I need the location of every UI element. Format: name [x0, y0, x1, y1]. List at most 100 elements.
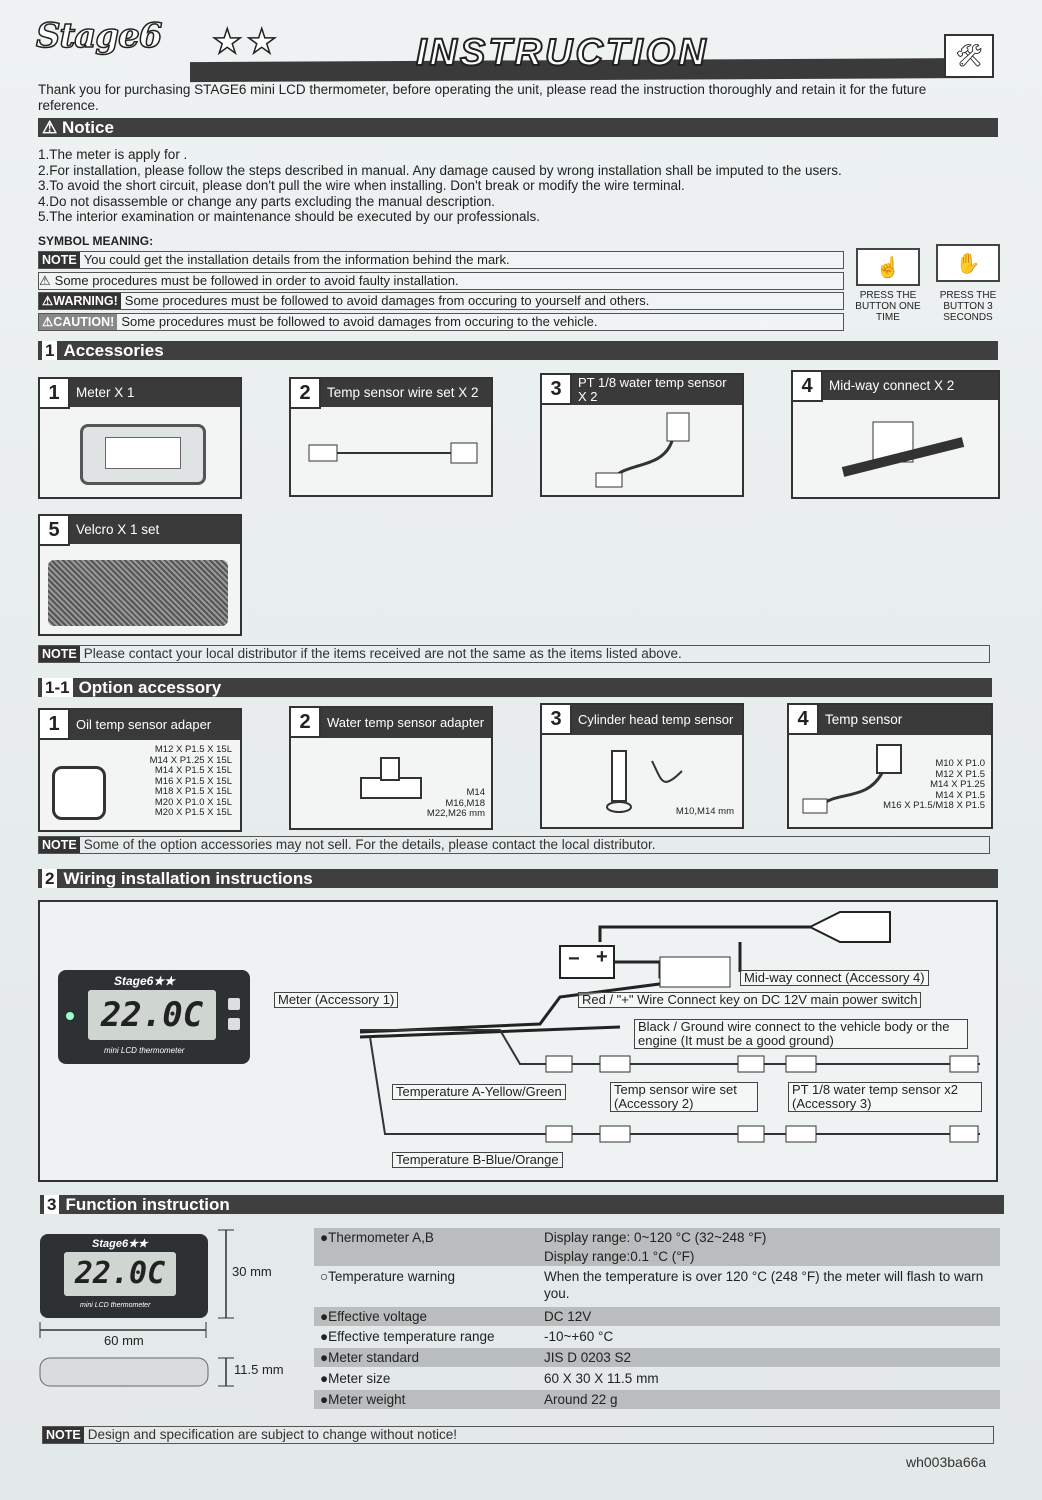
section-title: Option accessory [78, 678, 222, 697]
note-text: Design and specification are subject to … [87, 1427, 457, 1442]
card-label: Mid-way connect X 2 [823, 372, 998, 400]
temp-sensor-image [802, 744, 902, 814]
wiring-lines [359, 911, 980, 1143]
pt18-label: PT 1/8 water temp sensor x2 (Accessory 3… [788, 1082, 982, 1112]
card-number: 3 [542, 705, 572, 735]
size: M20 X P1.0 X 15L [154, 796, 232, 808]
cylinder-sensor-image [606, 750, 683, 813]
meter-caption: mini LCD thermometer [80, 1302, 151, 1309]
height-dimension: 30 mm [232, 1264, 272, 1279]
width-dimension: 60 mm [104, 1333, 144, 1348]
battery-minus: − [568, 948, 580, 970]
note-text: Some of the option accessories may not s… [83, 837, 656, 852]
section-title: Wiring installation instructions [63, 869, 313, 888]
section-number: 2 [42, 869, 58, 888]
spec-key: ●Thermometer A,B [320, 1230, 434, 1245]
card-label: Water temp sensor adapter [321, 708, 491, 738]
size-list: M10,M14 mm [652, 806, 734, 818]
note-tag: NOTE [39, 646, 80, 662]
notice-heading: ⚠ Notice [38, 118, 998, 137]
wireset-label: Temp sensor wire set (Accessory 2) [610, 1082, 758, 1112]
size: M14 X P1.5 [935, 789, 985, 801]
meter-display: 22.0C [64, 1252, 176, 1296]
card-label: Oil temp sensor adaper [70, 710, 240, 740]
note-tag: NOTE [39, 837, 80, 853]
size: M20 X P1.5 X 15L [154, 807, 232, 818]
adapter-image [52, 766, 106, 820]
symbol-tag: ⚠WARNING! [39, 293, 121, 309]
spec-value: JIS D 0203 S2 [544, 1350, 632, 1365]
spec-key: ●Effective temperature range [320, 1329, 495, 1344]
page-title: INSTRUCTION [415, 31, 709, 75]
spec-value: DC 12V [544, 1309, 592, 1324]
spec-row: ●Meter standard JIS D 0203 S2 [314, 1348, 1000, 1367]
size: M14 X P1.25 X 15L [149, 754, 232, 766]
spec-value: -10~+60 °C [544, 1329, 614, 1344]
symbol-row: ⚠Some procedures must be followed in ord… [38, 272, 844, 290]
card-number: 2 [291, 708, 321, 738]
velcro-image [48, 560, 228, 626]
meter-label: Meter (Accessory 1) [274, 992, 399, 1008]
symbol-tag: ⚠ [39, 273, 51, 288]
note-tag: NOTE [43, 1427, 84, 1443]
size: M12 X P1.5 [935, 768, 985, 780]
size: M14 [466, 787, 485, 798]
wiring-heading: 2 Wiring installation instructions [38, 869, 998, 888]
symbol-text: Some procedures must be followed to avoi… [121, 314, 598, 329]
meter-caption: mini LCD thermometer [104, 1046, 185, 1055]
meter-button-1 [228, 998, 240, 1010]
card-number: 1 [40, 379, 70, 409]
tools-icon: 🛠 [944, 34, 994, 78]
meter-button-2 [228, 1018, 240, 1030]
card-label: Velcro X 1 set [70, 516, 240, 544]
symbol-title: SYMBOL MEANING: [38, 234, 154, 248]
card-label: PT 1/8 water temp sensor X 2 [572, 375, 742, 405]
size: M14 X P1.25 [930, 779, 985, 790]
press-hold-label: PRESS THE BUTTON 3 SECONDS [939, 290, 997, 323]
notice-item: 1.The meter is apply for . [38, 147, 188, 162]
symbol-text: You could get the installation details f… [83, 252, 510, 267]
intro-text: Thank you for purchasing STAGE6 mini LCD… [38, 82, 927, 113]
section-title: Accessories [63, 341, 164, 360]
symbol-tag: NOTE [39, 252, 80, 268]
brand-stars: ★★ [211, 22, 281, 62]
midway-connect-image [841, 421, 965, 477]
black-wire-label: Black / Ground wire connect to the vehic… [634, 1019, 968, 1049]
meter-image [80, 424, 206, 485]
spec-row: Display range:0.1 °C (°F) [314, 1247, 1000, 1266]
section-title: Function instruction [65, 1195, 230, 1214]
notice-list: 1.The meter is apply for . 2.For install… [38, 147, 978, 225]
meter-brand: Stage6★★ [114, 974, 175, 988]
red-wire-label: Red / "+" Wire Connect key on DC 12V mai… [578, 992, 922, 1008]
symbol-text: Some procedures must be followed in orde… [54, 273, 459, 288]
spec-key: ●Meter size [320, 1371, 391, 1386]
size: M22,M26 mm [426, 808, 485, 819]
dimension-lines [39, 1229, 234, 1387]
section-number: 1 [42, 341, 58, 360]
notice-item: 5.The interior examination or maintenanc… [38, 209, 541, 224]
meter-brand: Stage6★★ [92, 1238, 148, 1250]
meter-illustration: Stage6★★ 22.0C mini LCD thermometer [58, 970, 250, 1064]
card-label: Temp sensor [819, 705, 991, 735]
status-led [66, 1012, 74, 1020]
note-text: Please contact your local distributor if… [83, 646, 682, 661]
card-number: 3 [542, 375, 572, 405]
press-once-label: PRESS THE BUTTON ONE TIME [855, 290, 921, 323]
spec-row: ●Effective temperature range -10~+60 °C [314, 1327, 1000, 1346]
notice-item: 3.To avoid the short circuit, please don… [38, 178, 685, 193]
wiring-diagram: − + Stage6★★ 22.0C mini LCD thermometer … [38, 900, 998, 1182]
size: M14 X P1.5 X 15L [154, 765, 232, 776]
spec-key: ●Meter standard [320, 1350, 419, 1365]
size: M12 X P1.5 X 15L [154, 744, 232, 755]
